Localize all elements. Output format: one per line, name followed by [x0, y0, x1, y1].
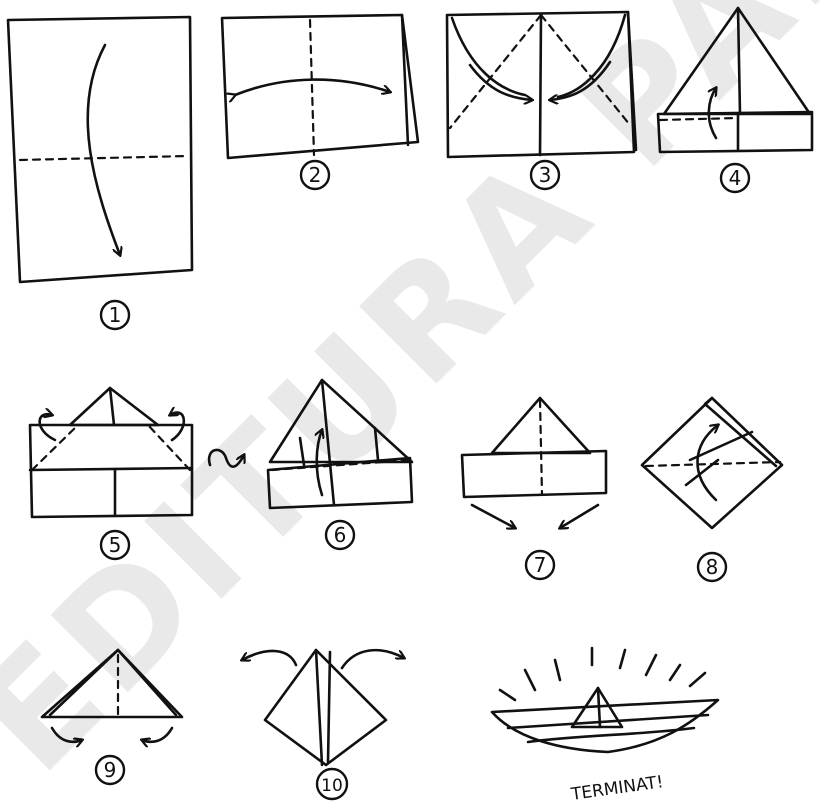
step-7-figure: 7 — [462, 398, 606, 579]
step-3-number: 3 — [539, 163, 552, 187]
step-7-number: 7 — [534, 553, 547, 577]
finish-text: TERMINAT! — [569, 772, 665, 803]
step-2-number: 2 — [309, 163, 322, 187]
step-9-number: 9 — [104, 758, 117, 782]
step-1-figure: 1 — [8, 17, 192, 329]
step-8-figure: 8 — [642, 398, 782, 581]
step-8-number: 8 — [706, 555, 719, 579]
step-2-figure: 2 — [222, 15, 418, 189]
step-10-figure: 10 — [242, 650, 404, 799]
step-5-number: 5 — [109, 533, 122, 557]
finished-boat-figure: TERMINAT! — [492, 648, 718, 803]
step-10-number: 10 — [321, 776, 343, 796]
step-1-number: 1 — [109, 303, 122, 327]
step-4-number: 4 — [729, 166, 742, 190]
step-6-number: 6 — [334, 523, 347, 547]
